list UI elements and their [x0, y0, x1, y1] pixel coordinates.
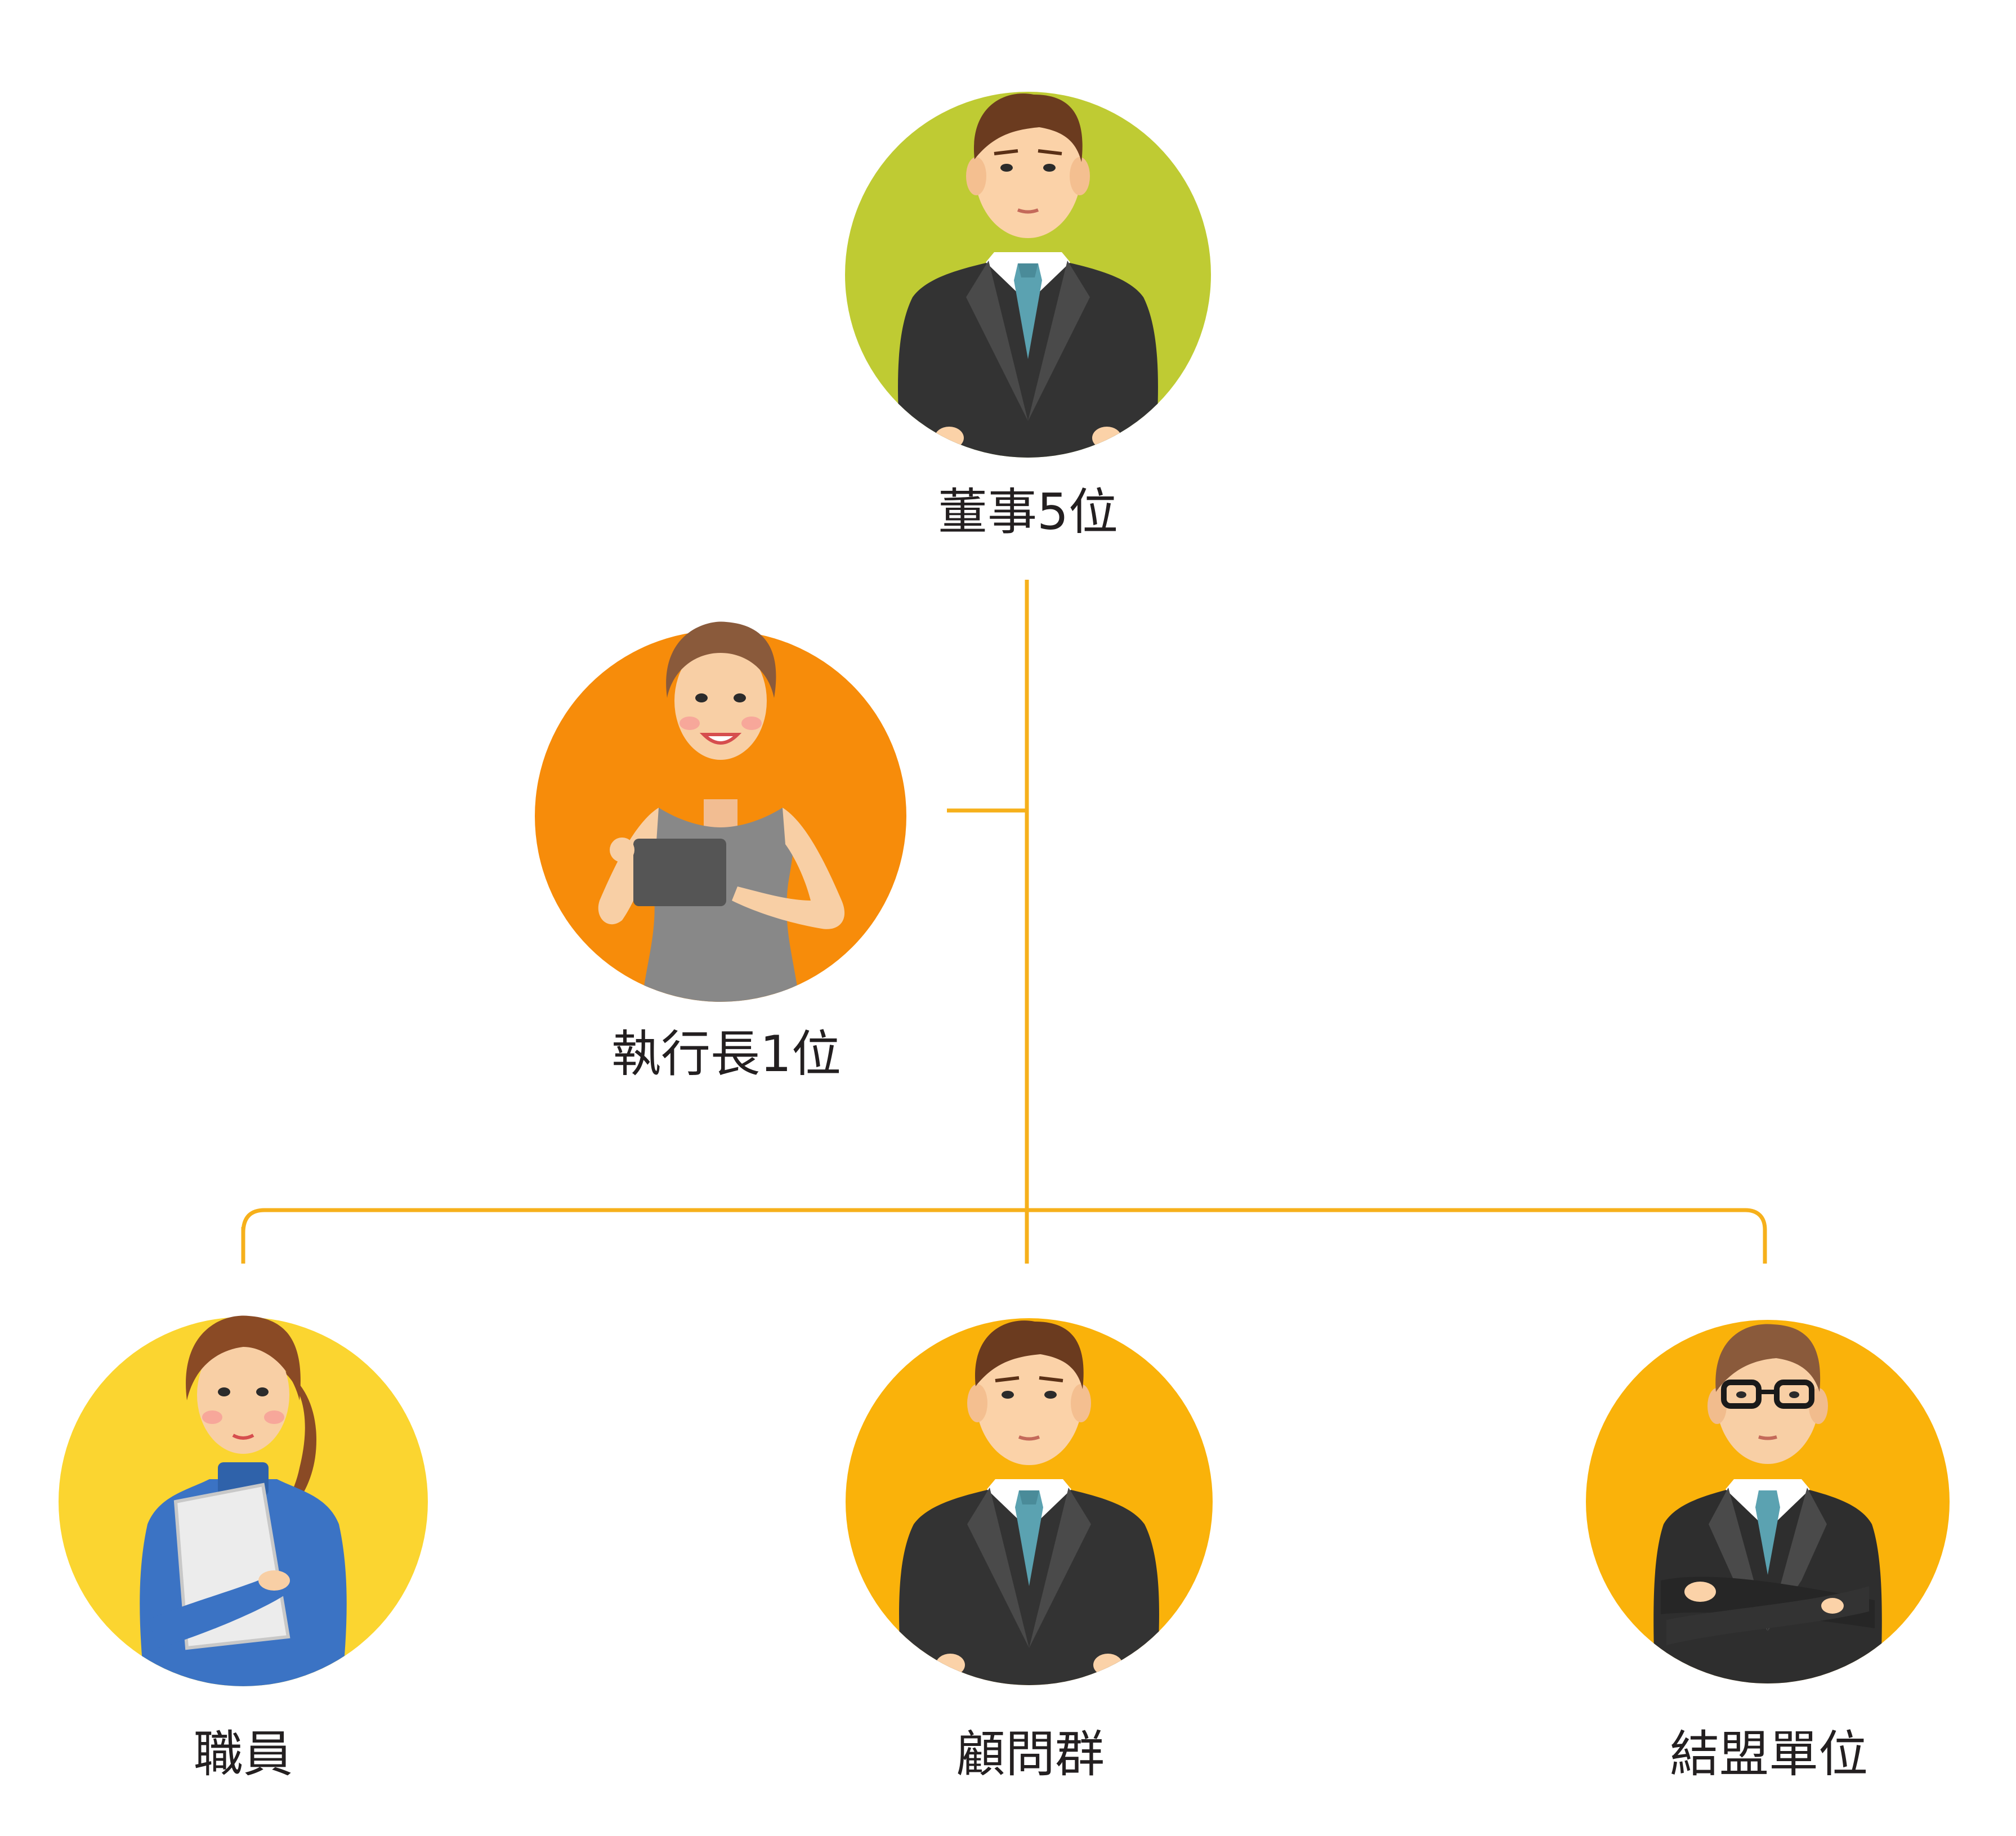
alliance-label: 結盟單位: [1670, 1725, 1868, 1783]
node-advisors: 顧問群: [846, 1318, 1213, 1783]
board-label: 董事5位: [938, 483, 1118, 541]
connector-bottom-horizontal: [241, 1208, 1767, 1264]
advisors-label: 顧問群: [956, 1725, 1105, 1783]
node-alliance: 結盟單位: [1586, 1320, 1950, 1783]
node-board: 董事5位: [845, 92, 1211, 541]
connector-lines: [241, 580, 1767, 1264]
staff-label: 職員: [194, 1725, 293, 1783]
node-staff: 職員: [59, 1316, 428, 1783]
ceo-label: 執行長1位: [611, 1025, 841, 1083]
node-ceo: 執行長1位: [535, 621, 906, 1083]
